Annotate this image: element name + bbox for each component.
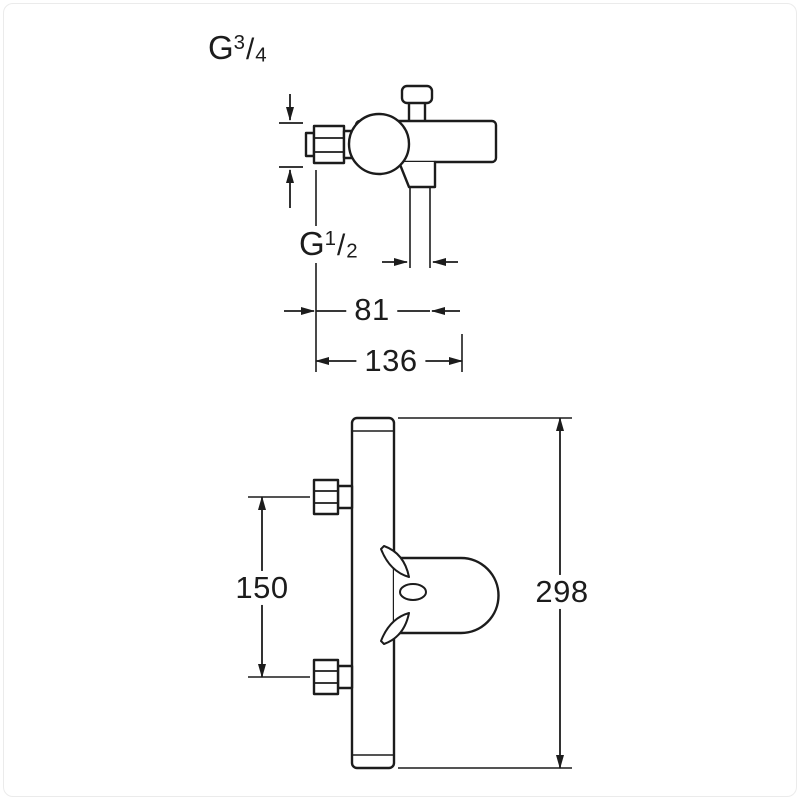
dimension-136-label: 136 [356, 343, 426, 379]
hex-nut-upper [312, 478, 340, 516]
thread-size-top-prefix: G [208, 29, 234, 66]
thread-size-top-label: G3/4 [206, 29, 269, 67]
thread-size-hose-numerator: 1 [324, 226, 337, 250]
collar-upper [336, 484, 354, 510]
hex-nut-lower [312, 658, 340, 696]
thread-size-hose-prefix: G [299, 225, 325, 262]
leaf-mark-upper [380, 545, 410, 578]
diverter-cap [400, 84, 434, 105]
hose-outlet [397, 160, 437, 189]
dimension-298-label: 298 [527, 574, 597, 610]
side-view-drawing [304, 84, 498, 189]
thread-size-top-numerator: 3 [233, 30, 246, 54]
thread-size-top-slash: / [246, 33, 255, 66]
front-view-drawing [312, 416, 500, 770]
thread-size-hose-label: G1/2 [297, 225, 360, 263]
thread-size-hose-denominator: 2 [346, 239, 358, 263]
dimension-150-label: 150 [227, 570, 297, 606]
spout-front [392, 556, 500, 635]
leaf-mark-lower [380, 612, 410, 645]
aerator-mark [399, 583, 427, 601]
mixer-body-front [350, 416, 396, 770]
thread-size-top-denominator: 4 [255, 43, 267, 67]
dimension-81-label: 81 [346, 292, 398, 328]
thermostat-knob [347, 112, 411, 176]
thread-size-hose-slash: / [337, 229, 346, 262]
collar-lower [336, 664, 354, 690]
hex-nut-side [312, 124, 346, 165]
